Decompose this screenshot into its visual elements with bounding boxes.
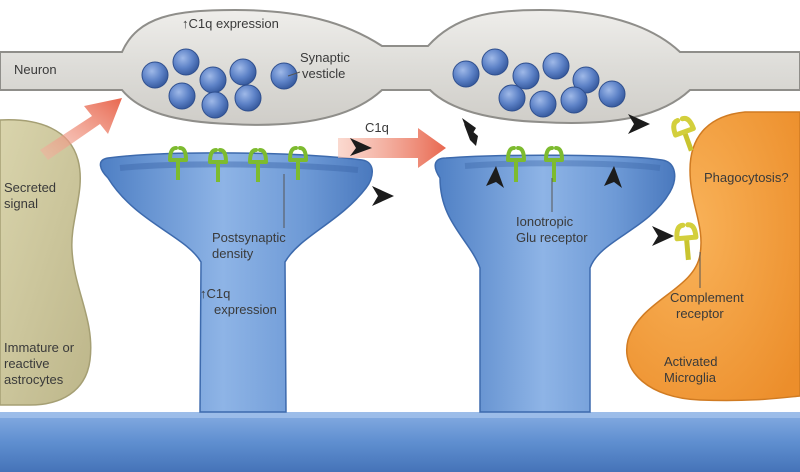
synaptic-vesicle	[529, 90, 557, 118]
postsynaptic-density-band	[119, 161, 359, 173]
synaptic-vesicle	[542, 52, 570, 80]
synaptic-vesicle	[481, 48, 509, 76]
glu-receptor	[208, 148, 228, 182]
microglia-cell	[626, 111, 800, 402]
postsynaptic-density-band-right	[464, 160, 661, 171]
synaptic-vesicle	[199, 66, 227, 94]
synaptic-vesicle	[270, 62, 298, 90]
microglia-label-line2: Microglia	[664, 370, 717, 385]
receptors-right	[506, 146, 564, 182]
c1q-expression-mid-label-line2: expression	[214, 302, 277, 317]
synaptic-vesicle-label-line2: vesticle	[302, 66, 345, 81]
c1q-tag	[462, 118, 476, 138]
c1q-tag	[652, 226, 674, 246]
postsynaptic-spine-left	[99, 152, 373, 413]
postsynaptic-density-label-line1: Postsynaptic	[212, 230, 286, 245]
glu-receptor	[544, 146, 564, 182]
synaptic-vesicle	[172, 48, 200, 76]
glu-receptor	[506, 146, 526, 182]
synaptic-vesicle	[498, 84, 526, 112]
postsynaptic-density-label-line2: density	[212, 246, 254, 261]
synaptic-vesicle	[512, 62, 540, 90]
c1q-tag	[604, 166, 622, 188]
c1q-expression-top-label: ↑C1q expression	[182, 16, 279, 31]
c1q-arrow	[338, 128, 446, 168]
leader-lines	[283, 71, 701, 288]
synaptic-vesicle-label-line1: Synaptic	[300, 50, 350, 65]
synaptic-vesicle	[234, 84, 262, 112]
glu-receptor	[168, 146, 188, 180]
astrocytes-label-line2: reactive	[4, 356, 50, 371]
synaptic-vesicle	[201, 91, 229, 119]
complement-receptor-top	[671, 115, 696, 152]
c1q-label: C1q	[365, 120, 389, 135]
dendrite-shaft	[0, 412, 800, 472]
complement-receptor-label-line2: receptor	[676, 306, 724, 321]
neuron-axon	[0, 8, 800, 126]
secreted-signal-arrow	[40, 98, 122, 160]
microglia-label-line1: Activated	[664, 354, 717, 369]
synaptic-vesicle	[572, 66, 600, 94]
c1q-tag	[486, 166, 504, 188]
vesicle-cluster-right	[452, 48, 626, 118]
ionotropic-label-line2: Glu receptor	[516, 230, 588, 245]
neuron-label: Neuron	[14, 62, 57, 77]
complement-receptor-bottom	[674, 222, 699, 261]
c1q-tag	[628, 114, 650, 134]
secreted-signal-label-line1: Secreted	[4, 180, 56, 195]
c1q-tag	[350, 138, 372, 156]
complement-receptor-label-line1: Complement	[670, 290, 744, 305]
synaptic-vesicle	[560, 86, 588, 114]
receptors-left	[168, 146, 308, 182]
dendrite-highlight	[0, 412, 800, 418]
glu-receptor	[288, 146, 308, 180]
secreted-signal-label-line2: signal	[4, 196, 38, 211]
astrocytes-label-line1: Immature or	[4, 340, 75, 355]
postsynaptic-spine-right	[434, 154, 676, 413]
c1q-tags	[350, 114, 674, 246]
ionotropic-label-line1: Ionotropic	[516, 214, 574, 229]
astrocytes-label-line3: astrocytes	[4, 372, 64, 387]
phagocytosis-label: Phagocytosis?	[704, 170, 789, 185]
glu-receptor	[248, 148, 268, 182]
c1q-tag	[372, 186, 394, 206]
synaptic-vesicle	[141, 61, 169, 89]
synaptic-vesicle	[598, 80, 626, 108]
vesicle-cluster-left	[141, 48, 298, 119]
synaptic-vesicle	[168, 82, 196, 110]
synaptic-vesicle	[229, 58, 257, 86]
c1q-expression-mid-label-line1: ↑C1q	[200, 286, 230, 301]
synaptic-vesicle	[452, 60, 480, 88]
